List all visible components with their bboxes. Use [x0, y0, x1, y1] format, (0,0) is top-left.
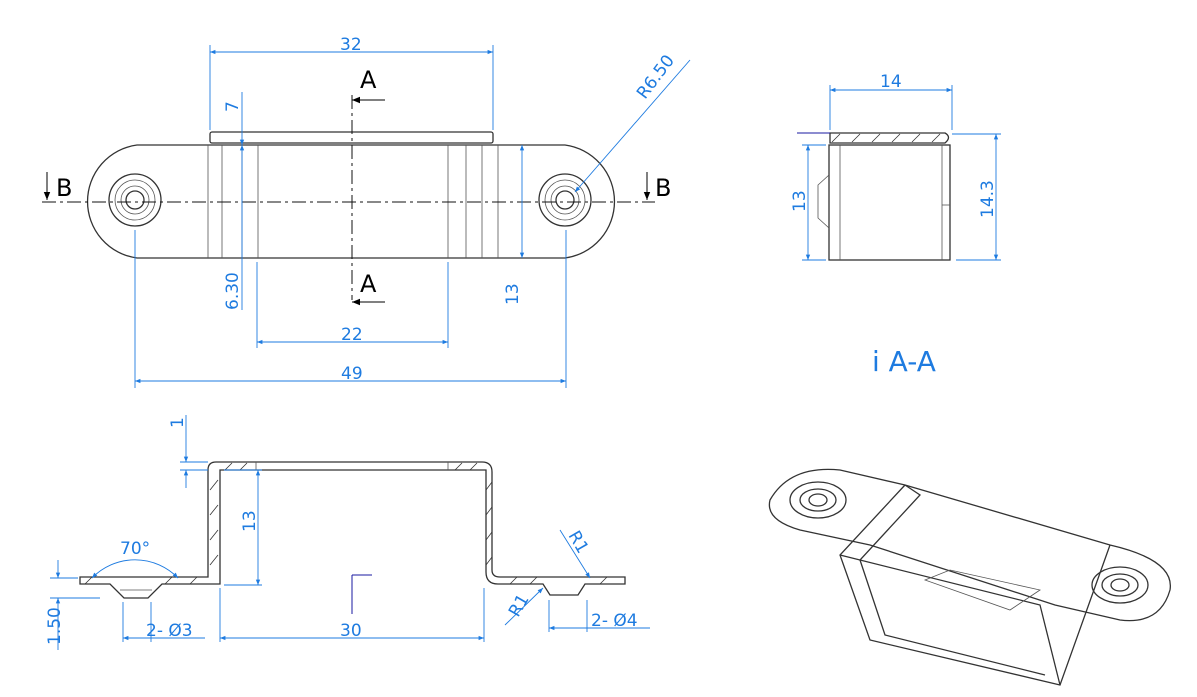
side-section-view: 1 13 70° 1.50 2- Ø3 30 R1 R1 2- Ø4 [45, 415, 650, 650]
section-label-a-bottom: A [360, 270, 377, 298]
dim-1: 1 [168, 417, 188, 428]
section-label-b-left: B [56, 174, 72, 202]
dim-14: 14 [880, 72, 902, 92]
section-view-a-a: 14 13 14.3 i A-A [790, 72, 1001, 378]
dim-1-50: 1.50 [45, 607, 65, 645]
dim-hole-4: 2- Ø4 [591, 611, 638, 631]
dim-7: 7 [223, 101, 243, 112]
bracket-outline [86, 144, 616, 259]
dim-6-30: 6.30 [223, 272, 243, 310]
section-label-b-right: B [655, 174, 671, 202]
dim-14-3: 14.3 [978, 180, 998, 218]
dim-70-deg: 70° [120, 539, 150, 559]
left-hole [108, 173, 162, 227]
section-title: i A-A [872, 345, 936, 378]
front-view: A A B B 32 7 6.30 22 49 13 R6.50 [42, 35, 691, 388]
section-label-a-top: A [360, 66, 377, 94]
dim-r1-top: R1 [564, 528, 593, 558]
dim-49: 49 [341, 364, 363, 384]
dim-r1-bottom: R1 [505, 591, 534, 621]
dim-13-section: 13 [790, 190, 810, 212]
dim-hole-3: 2- Ø3 [146, 621, 193, 641]
isometric-view [768, 468, 1171, 686]
dim-13-front: 13 [503, 283, 523, 305]
dim-32: 32 [340, 35, 362, 55]
right-hole [538, 173, 592, 227]
dim-13-side: 13 [240, 510, 260, 532]
dim-22: 22 [341, 325, 363, 345]
dim-r6-50: R6.50 [633, 51, 679, 103]
dim-30: 30 [340, 621, 362, 641]
